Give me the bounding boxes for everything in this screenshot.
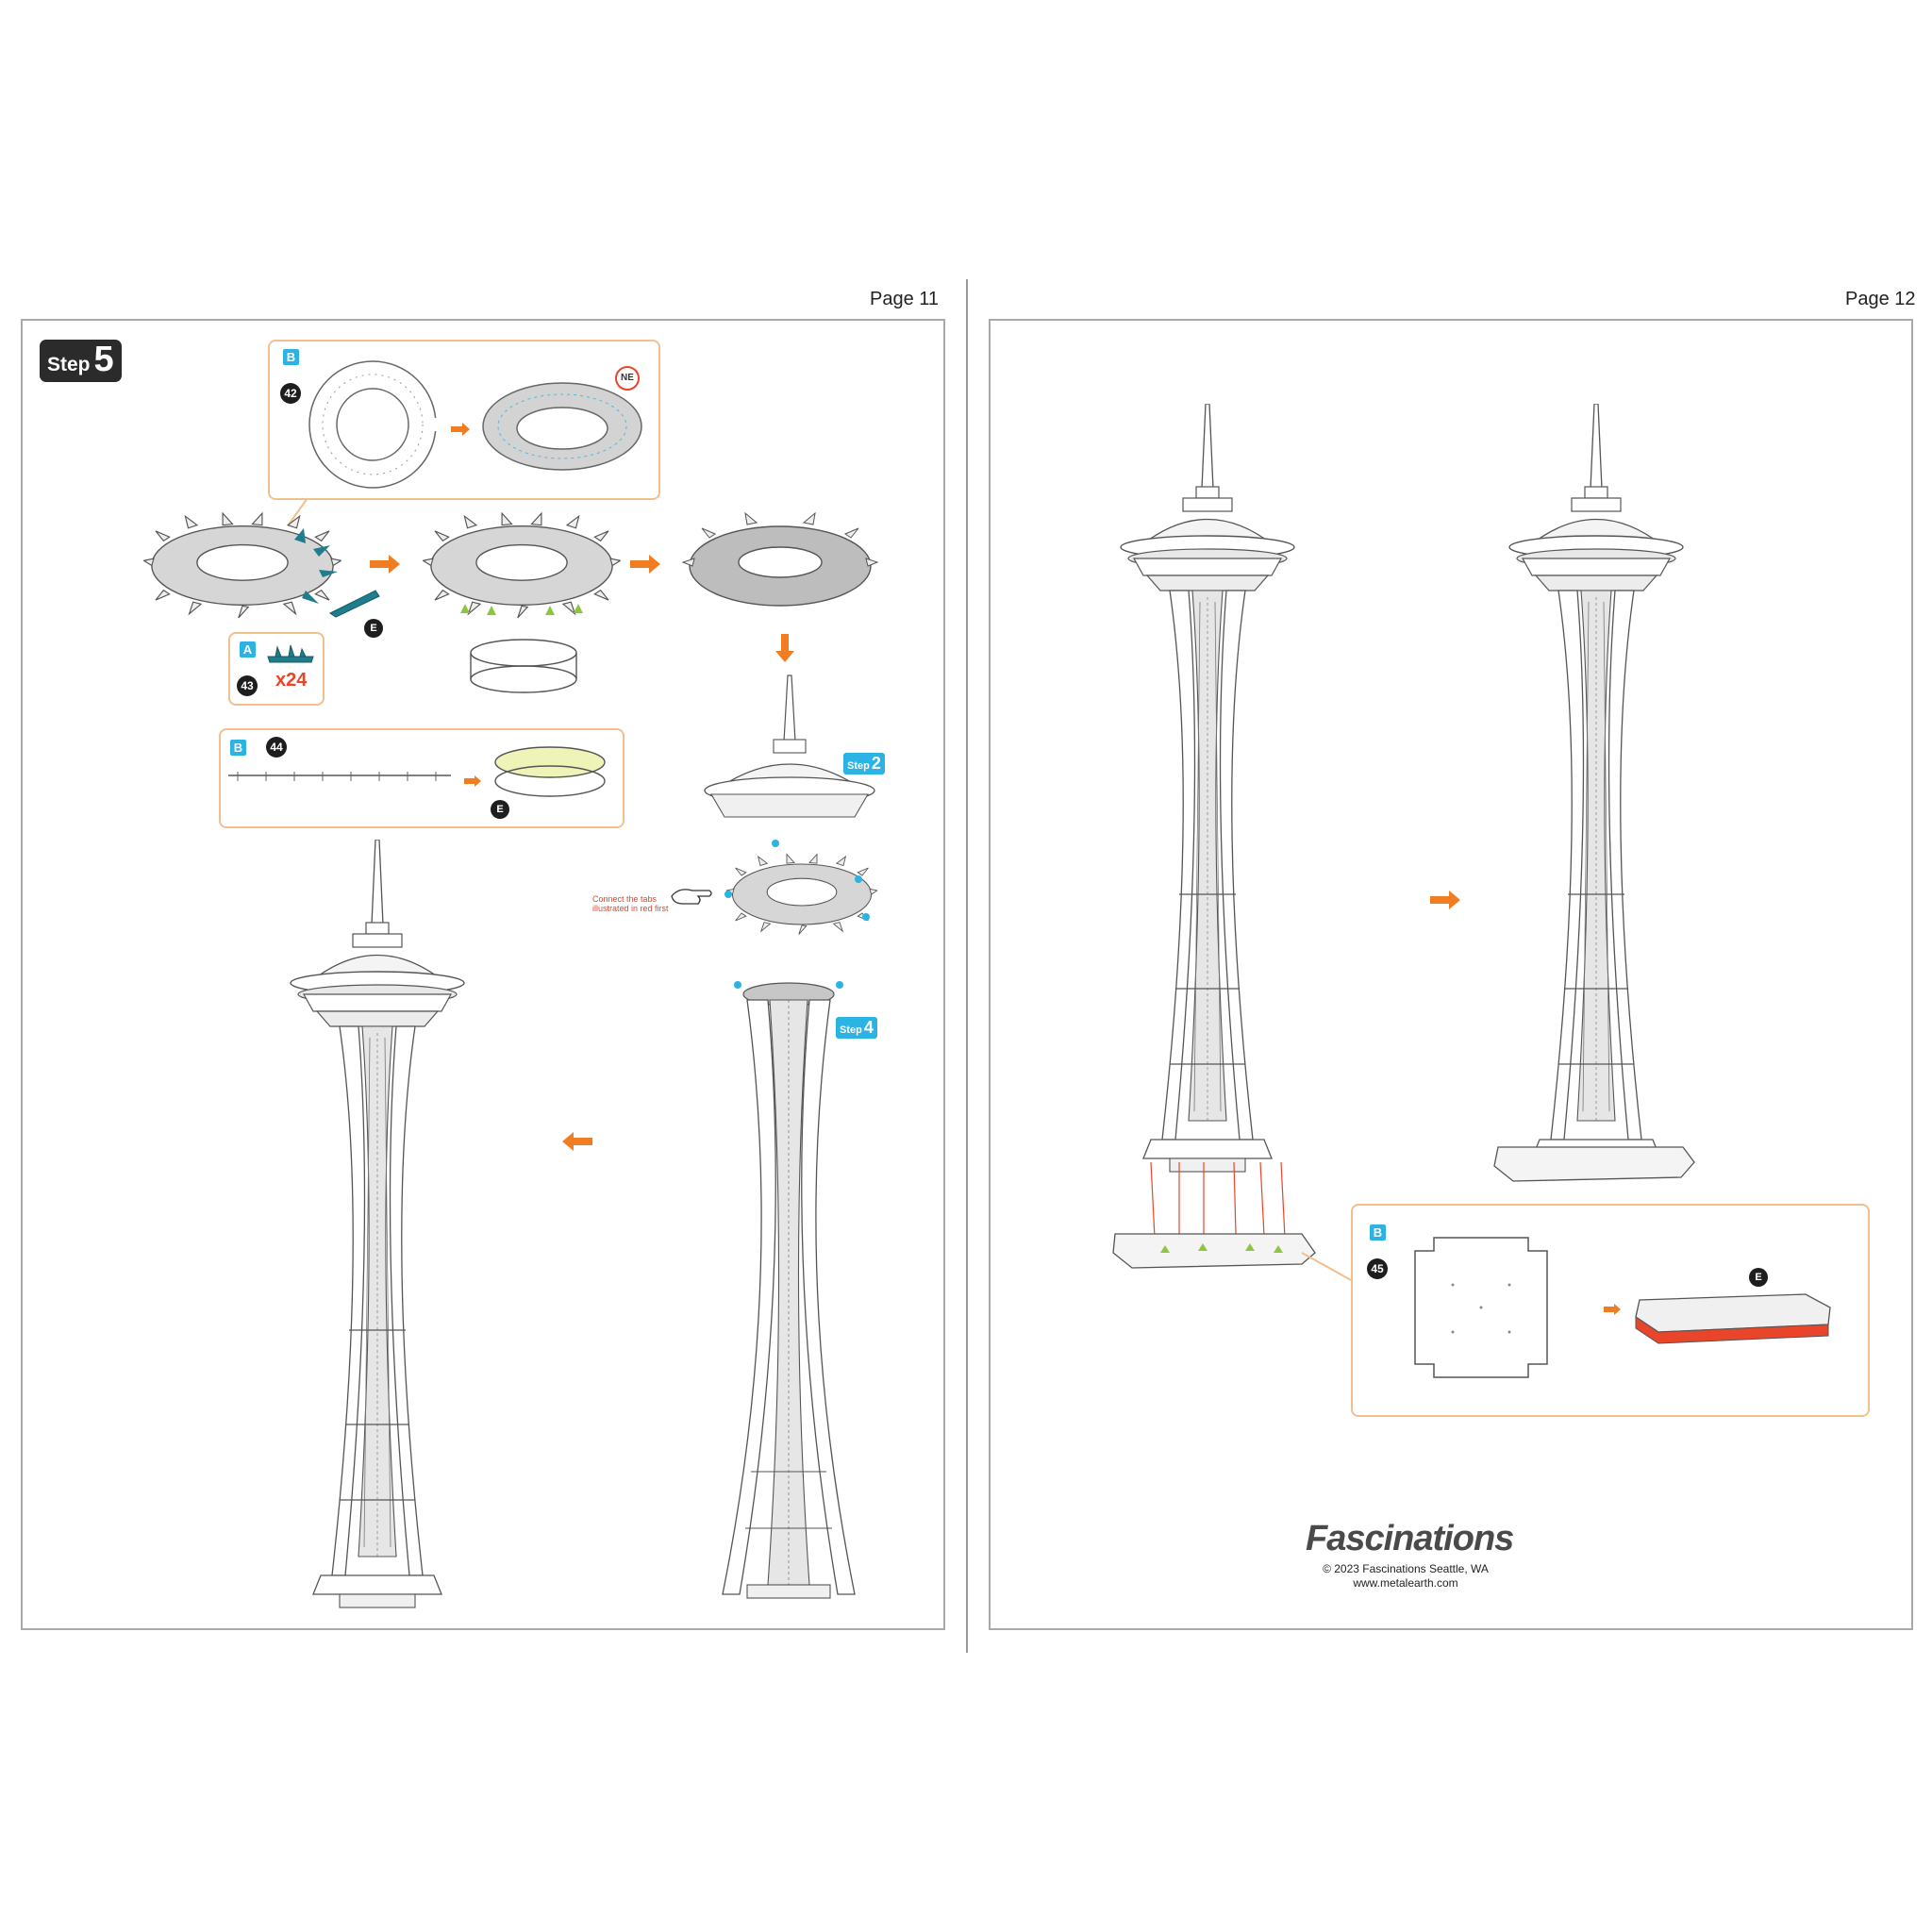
tool-e-icon: E	[1749, 1268, 1768, 1287]
part-number-45: 45	[1367, 1258, 1388, 1279]
saucer-ring-finished	[681, 511, 879, 607]
tool-e-icon: E	[364, 619, 383, 638]
arrow-down-icon	[775, 634, 794, 662]
sheet-label-43: A	[240, 641, 256, 658]
tower-before-base	[1120, 404, 1295, 1173]
arrow-right-icon	[451, 423, 470, 436]
arrow-right-icon	[630, 555, 660, 574]
copyright-text: © 2023 Fascinations Seattle, WA	[1323, 1562, 1489, 1575]
arrow-right-icon	[370, 555, 400, 574]
pointing-hand-icon	[671, 889, 712, 905]
tower-with-base	[1508, 404, 1684, 1173]
page-label-left: Page 11	[870, 289, 940, 309]
tower-complete-step5	[290, 840, 465, 1608]
base-plate-attach	[1112, 1161, 1316, 1269]
tool-e-icon: E	[491, 800, 509, 819]
part-42-folded	[482, 382, 642, 471]
callout-leader-42	[288, 497, 308, 525]
sheet-label-44: B	[230, 740, 246, 756]
part-43-tab	[267, 644, 314, 663]
part-number-44: 44	[266, 737, 287, 758]
part-44-strip	[228, 772, 451, 781]
band-ring-44	[470, 639, 577, 693]
connect-tabs-note: Connect the tabs illustrated in red firs…	[592, 894, 669, 913]
step-number: 5	[93, 340, 114, 379]
saucer-ring-mid	[423, 512, 621, 619]
part-44-ring-formed	[494, 746, 606, 797]
brand-logo: Fascinations	[1306, 1519, 1514, 1558]
arrow-right-icon	[464, 775, 481, 787]
quantity-43: x24	[275, 670, 308, 691]
tab-piece-43	[329, 590, 380, 618]
page-divider	[966, 279, 968, 1653]
part-45-folded	[1635, 1293, 1831, 1344]
website-url: www.metalearth.com	[1353, 1576, 1458, 1590]
orientation-mark-ne: NE	[615, 366, 640, 391]
part-42-flat	[308, 360, 441, 489]
arrow-right-icon	[1604, 1304, 1621, 1315]
arrow-left-icon	[562, 1132, 592, 1151]
step-badge: Step 5	[40, 340, 122, 382]
tower-base-plate	[1493, 1146, 1695, 1182]
saucer-ring-with-tabs	[143, 512, 341, 619]
sheet-label-42: B	[283, 349, 299, 365]
saucer-ring-assembly	[724, 840, 877, 935]
part-number-43: 43	[237, 675, 258, 696]
step-word: Step	[47, 354, 91, 375]
part-45-flat	[1414, 1237, 1548, 1378]
sheet-label-45: B	[1370, 1224, 1386, 1241]
callout-leader-45	[1301, 1252, 1354, 1282]
top-head-assembly	[704, 675, 875, 818]
part-number-42: 42	[280, 383, 301, 404]
tower-body-partial	[722, 999, 856, 1599]
page-label-right: Page 12	[1845, 289, 1916, 309]
arrow-right-icon	[1430, 891, 1460, 909]
